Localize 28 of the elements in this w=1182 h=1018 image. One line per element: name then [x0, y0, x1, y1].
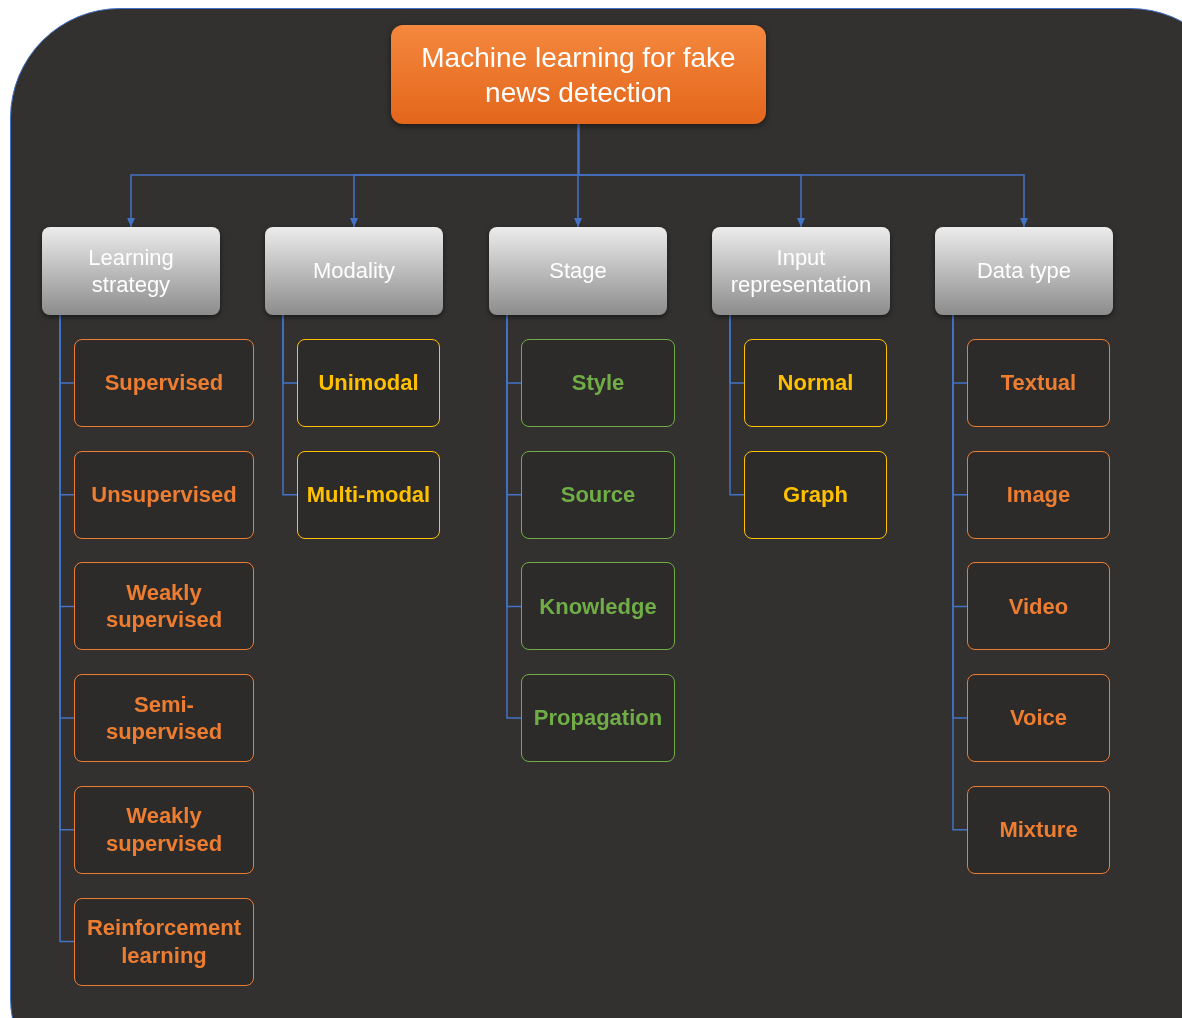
leaf-box: Style [521, 339, 675, 427]
leaf-box: Unimodal [297, 339, 440, 427]
category-box: Learning strategy [42, 227, 220, 315]
leaf-box: Weakly supervised [74, 785, 254, 874]
category-box: Stage [489, 227, 667, 315]
leaf-box: Propagation [521, 674, 675, 763]
leaf-box: Image [967, 450, 1110, 539]
leaf-box: Reinforcement learning [74, 897, 254, 986]
connector-line [282, 314, 298, 496]
leaf-box: Weakly supervised [74, 562, 254, 651]
leaf-box: Graph [744, 450, 887, 539]
arrow [577, 123, 1028, 228]
root-box: Machine learning for fake news detection [391, 25, 766, 124]
category-box: Input representation [712, 227, 890, 315]
leaf-box: Unsupervised [74, 450, 254, 539]
leaf-box: Source [521, 450, 675, 539]
leaf-box: Normal [744, 339, 887, 427]
leaf-box: Textual [967, 339, 1110, 427]
leaf-box: Knowledge [521, 562, 675, 651]
leaf-box: Semi-supervised [74, 674, 254, 763]
leaf-box: Multi-modal [297, 450, 440, 539]
connector-line [729, 314, 745, 496]
leaf-box: Mixture [967, 785, 1110, 874]
leaf-box: Video [967, 562, 1110, 651]
leaf-box: Voice [967, 674, 1110, 763]
category-box: Modality [265, 227, 443, 315]
leaf-box: Supervised [74, 339, 254, 427]
category-box: Data type [935, 227, 1113, 315]
